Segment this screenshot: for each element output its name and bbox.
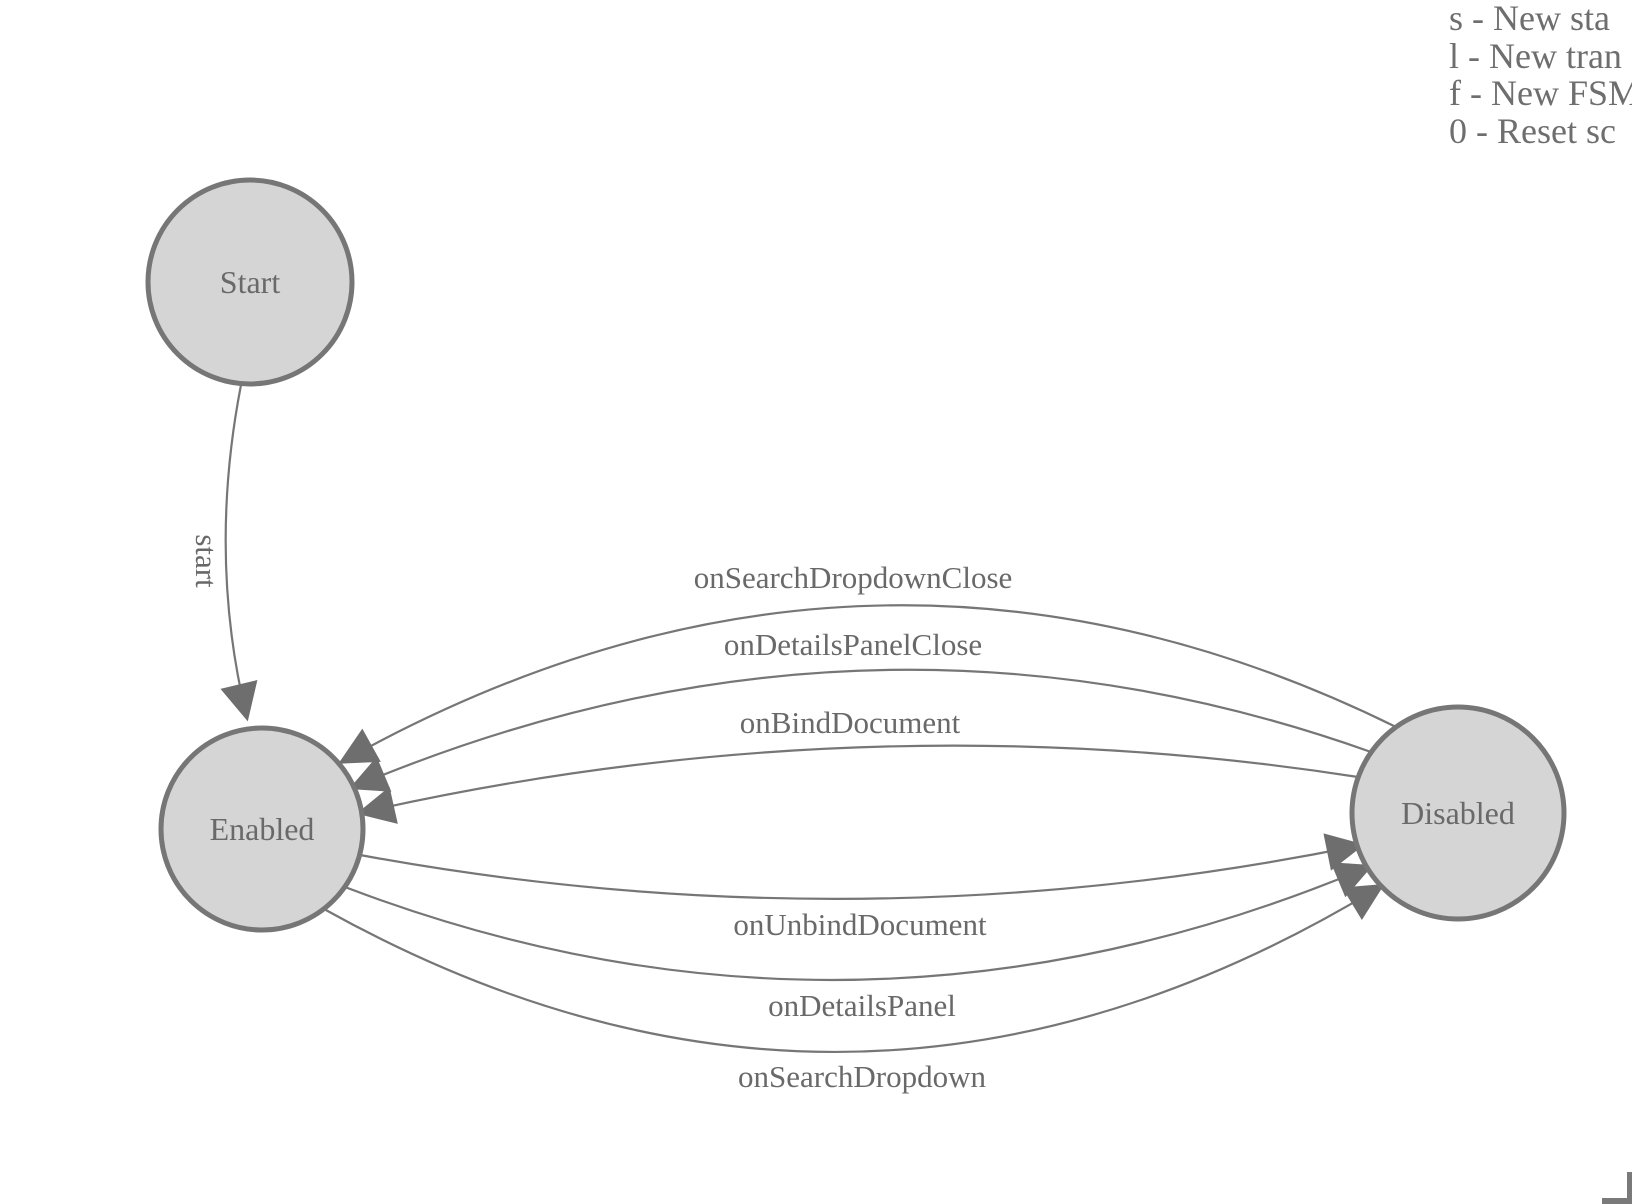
transition-label-onUnbindDocument[interactable]: onUnbindDocument (733, 907, 987, 942)
state-label-disabled[interactable]: Disabled (1401, 795, 1515, 831)
transition-label-start[interactable]: start (189, 534, 224, 588)
transition-label-onDetailsPanelClose[interactable]: onDetailsPanelClose (724, 627, 982, 662)
transition-edge-onUnbindDocument[interactable] (359, 833, 1365, 900)
transition-edge-onDetailsPanelClose[interactable] (348, 668, 1372, 792)
state-label-start[interactable]: Start (220, 264, 281, 300)
transition-label-onBindDocument[interactable]: onBindDocument (740, 705, 961, 740)
transition-edge-onBindDocument[interactable] (356, 744, 1359, 824)
transition-label-onSearchDropdownClose[interactable]: onSearchDropdownClose (694, 560, 1013, 595)
transition-edge-onDetailsPanel[interactable] (344, 862, 1374, 982)
shortcut-new-fsm: f - New FSM (1449, 73, 1632, 113)
shortcut-reset: 0 - Reset sc (1449, 110, 1616, 151)
state-node-enabled[interactable] (158, 725, 366, 933)
shortcut-new-transition: l - New tran (1449, 35, 1622, 76)
state-label-enabled[interactable]: Enabled (210, 811, 315, 847)
transition-label-onSearchDropdown[interactable]: onSearchDropdown (738, 1059, 986, 1094)
state-node-start[interactable] (145, 177, 355, 387)
transition-edge-onSearchDropdown[interactable] (323, 884, 1385, 1054)
corner-vertical-bar (1627, 1172, 1632, 1204)
labels-layer: start onSearchDropdownClose onDetailsPanel… (189, 534, 1012, 1094)
transition-edge-onSearchDropdownClose[interactable] (338, 604, 1397, 764)
corner-element (1602, 1172, 1632, 1204)
shortcut-new-state: s - New sta (1449, 0, 1610, 38)
shortcuts-help: s - New sta l - New tran f - New FSM 0 -… (1449, 0, 1632, 150)
transition-label-onDetailsPanel[interactable]: onDetailsPanel (768, 988, 956, 1023)
transition-edge-start[interactable] (220, 384, 258, 722)
corner-horizontal-bar (1602, 1198, 1632, 1204)
edges-layer (220, 384, 1397, 1054)
state-node-disabled[interactable] (1349, 704, 1567, 922)
